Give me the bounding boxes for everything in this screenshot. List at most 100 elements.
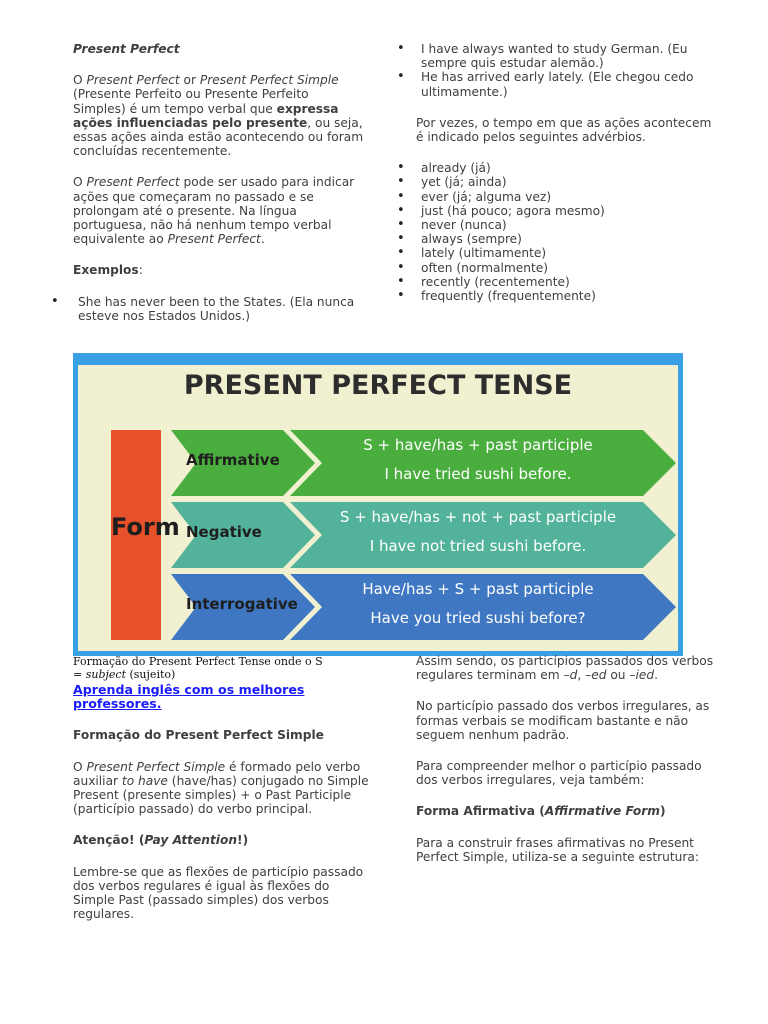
term: Present Perfect <box>86 175 180 190</box>
text: , <box>577 668 586 683</box>
text: = <box>73 667 86 681</box>
suffix: –d <box>563 668 578 683</box>
row-label-arrow <box>171 502 315 568</box>
left-column: Present Perfect O Present Perfect or Pre… <box>51 42 365 323</box>
text: (have/has) conjugado no Simple Present (… <box>73 773 369 817</box>
text: Assim sendo, os particípios passados dos… <box>416 654 714 683</box>
row-structure: Have/has + S + past participle <box>362 580 594 598</box>
list-item: • He has arrived early lately. (Ele chego… <box>397 69 715 99</box>
item-text: already (já) <box>421 161 491 176</box>
arrow-rows <box>171 430 676 640</box>
teachers-link[interactable]: Aprenda inglês com os melhores professor… <box>73 682 305 712</box>
list-item: •I have always wanted to study German. (… <box>397 41 715 70</box>
text: : <box>138 263 143 278</box>
affirmative-paragraph: Para a construir frases afirmativas no P… <box>416 835 699 864</box>
bottom-right-column: Assim sendo, os particípios passados dos… <box>416 654 716 881</box>
bullet-icon: • <box>397 69 405 85</box>
bullet-icon: • <box>397 41 405 56</box>
bullet-icon: • <box>397 245 405 261</box>
term: subject <box>85 667 126 681</box>
item-text: just (há pouco; agora mesmo) <box>421 203 605 218</box>
adverb-item: • ever (já; alguma vez) <box>397 188 715 204</box>
adverb-item: •recently (recentemente) <box>397 273 715 289</box>
item-text: frequently (frequentemente) <box>421 289 596 304</box>
text: . <box>260 232 265 247</box>
adverb-item: • never (nunca) <box>397 217 715 233</box>
adverb-item: • yet (já; ainda) <box>397 174 715 190</box>
adverb-item: •frequently (frequentemente) <box>397 288 715 304</box>
bullet-icon: • <box>397 273 405 289</box>
formation-heading: Formação do Present Perfect Simple <box>73 728 324 743</box>
item-text: lately (ultimamente) <box>421 246 547 261</box>
item-text: She has never been to the States. (Ela n… <box>78 294 355 323</box>
row-content-arrow <box>290 502 676 568</box>
second-paragraph: O Present Perfect pode ser usado para in… <box>73 175 365 246</box>
row-structure: S + have/has + past participle <box>363 436 593 454</box>
row-label-arrow <box>171 430 315 496</box>
section-title: Present Perfect <box>73 42 180 56</box>
text: pode ser usado para indicar ações que co… <box>73 175 355 247</box>
text: é formado pelo verbo auxiliar <box>73 759 361 788</box>
row-label-arrow <box>171 574 315 640</box>
suffix: –ied <box>629 668 655 683</box>
text: (Presente Perfeito ou Presente Perfeito … <box>73 87 309 116</box>
label: Exemplos <box>73 263 139 278</box>
example-list: •She has never been to the States. (Ela … <box>51 294 365 323</box>
item-text: ever (já; alguma vez) <box>421 189 552 204</box>
text: , ou seja, essas ações ainda estão acont… <box>73 115 364 159</box>
text: . <box>654 668 658 683</box>
adverb-item: • lately (ultimamente) <box>397 245 715 261</box>
regular-participle-paragraph: Assim sendo, os particípios passados dos… <box>416 654 716 682</box>
caption-line: Formação do Present Perfect Tense onde o… <box>73 655 323 668</box>
bottom-left-column: Formação do Present Perfect Tense onde o… <box>73 655 373 938</box>
intro-paragraph: O Present Perfect or Present Perfect Sim… <box>73 73 365 158</box>
bullet-icon: • <box>397 188 405 204</box>
bullet-icon: • <box>397 160 405 176</box>
term: Present Perfect Simple <box>86 759 226 774</box>
adverb-item: • often (normalmente) <box>397 259 715 275</box>
row-content-arrow <box>290 574 676 640</box>
bold-text: expressa ações influenciadas pelo presen… <box>73 101 339 130</box>
item-text: He has arrived early lately. (Ele chegou… <box>421 70 694 99</box>
formation-paragraph: O Present Perfect Simple é formado pelo … <box>73 760 373 817</box>
bullet-icon: • <box>397 202 405 218</box>
adverb-item: • already (já) <box>397 160 715 176</box>
text: !) <box>237 833 249 848</box>
see-also-paragraph: Para compreender melhor o particípio pas… <box>416 759 702 788</box>
row-example: Have you tried sushi before? <box>370 609 586 627</box>
term: to have <box>121 773 168 788</box>
list-item: •She has never been to the States. (Ela … <box>51 294 365 323</box>
bullet-icon: • <box>397 259 405 275</box>
adverb-item: • just (há pouco; agora mesmo) <box>397 202 715 218</box>
row-label: Affirmative <box>186 451 280 469</box>
examples-label: Exemplos: <box>73 263 365 277</box>
bullet-icon: • <box>397 231 405 247</box>
text: O <box>73 73 87 88</box>
text: Atenção! ( <box>73 833 145 848</box>
attention-heading: Atenção! (Pay Attention!) <box>73 833 373 847</box>
affirmative-heading: Forma Afirmativa (Affirmative Form) <box>416 804 716 818</box>
row-example: I have tried sushi before. <box>384 465 572 483</box>
text: ) <box>659 804 666 819</box>
bullet-icon: • <box>397 174 405 190</box>
row-content-arrow <box>290 430 676 496</box>
attention-paragraph: Lembre-se que as flexões de particípio p… <box>73 864 364 922</box>
text: ou <box>606 668 630 683</box>
item-text: often (normalmente) <box>421 260 548 275</box>
item-text: never (nunca) <box>421 218 507 233</box>
term: Present Perfect Simple <box>199 73 339 88</box>
item-text: yet (já; ainda) <box>421 175 507 190</box>
term: Affirmative Form <box>544 804 660 819</box>
row-label: Interrogative <box>186 595 298 613</box>
adverbs-intro: Por vezes, o tempo em que as ações acont… <box>416 115 712 145</box>
term: Present Perfect <box>86 73 180 88</box>
term: Pay Attention <box>144 833 238 848</box>
adverb-list: • already (já) • yet (já; ainda) • ever (já; … <box>397 160 715 304</box>
adverb-item: •always (sempre) <box>397 231 715 247</box>
text: or <box>179 73 200 88</box>
irregular-paragraph: No particípio passado dos verbos irregul… <box>416 699 710 742</box>
bullet-icon: • <box>397 217 405 233</box>
form-box: Form <box>111 430 180 640</box>
